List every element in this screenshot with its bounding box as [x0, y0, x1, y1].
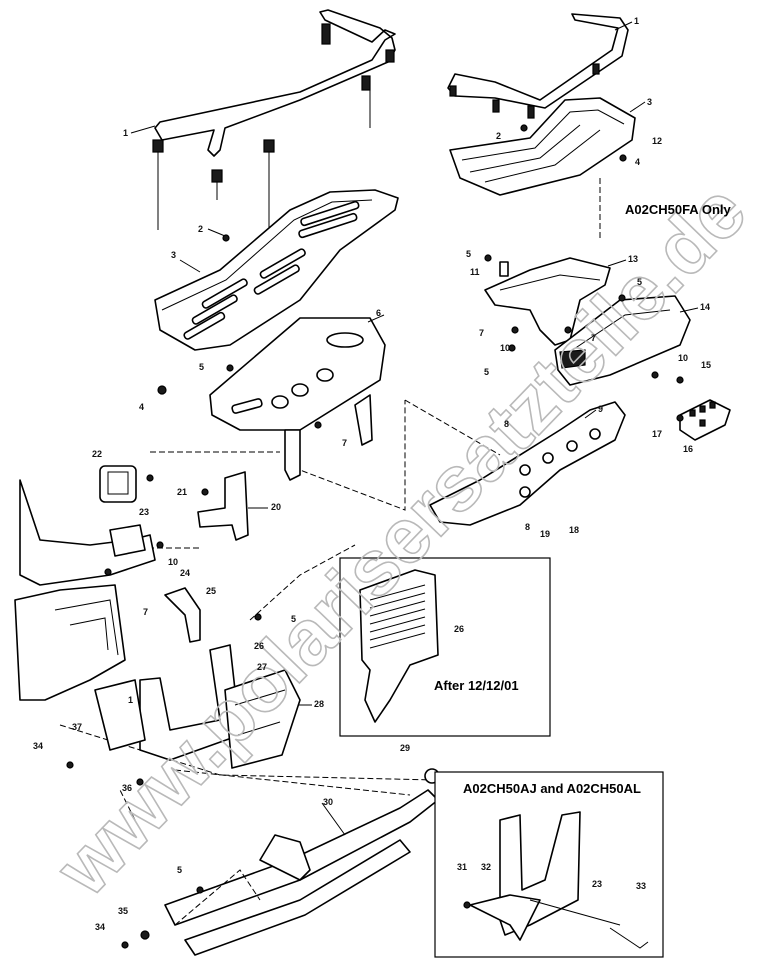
- callout-label: 3: [171, 250, 176, 260]
- callout-label: 19: [540, 529, 550, 539]
- callout-label: 32: [481, 862, 491, 872]
- callout-label: 34: [95, 922, 105, 932]
- callout-label: 34: [33, 741, 43, 751]
- callout-label: 36: [122, 783, 132, 793]
- fasteners: [66, 124, 684, 949]
- callout-label: 23: [139, 507, 149, 517]
- callout-label: 25: [206, 586, 216, 596]
- callout-label: 5: [637, 277, 642, 287]
- front-rack-plate: [154, 189, 399, 351]
- callout-label: 31: [457, 862, 467, 872]
- assembly-lines: [59, 399, 501, 821]
- callout-label: 1: [128, 695, 133, 705]
- callout-label: 10: [678, 353, 688, 363]
- bumper-bracket: [484, 257, 611, 346]
- callout-label: 5: [199, 362, 204, 372]
- callout-label: 14: [700, 302, 710, 312]
- callout-label: 11: [470, 267, 480, 277]
- callout-label: 2: [496, 131, 501, 141]
- inset-variant-bracket: [434, 771, 664, 958]
- fin-lines: [369, 584, 426, 649]
- callout-label: 3: [647, 97, 652, 107]
- light-plate: [679, 399, 731, 441]
- inset-caption-date: After 12/12/01: [434, 678, 519, 693]
- callout-label: 5: [466, 249, 471, 259]
- callout-label: 26: [454, 624, 464, 634]
- front-bumper: [429, 401, 626, 526]
- callout-label: 35: [118, 906, 128, 916]
- reflector: [99, 465, 137, 503]
- inset-caption-variants: A02CH50AJ and A02CH50AL: [463, 781, 641, 796]
- callout-label: 15: [701, 360, 711, 370]
- rack-slots: [183, 200, 360, 340]
- callout-label: 5: [177, 865, 182, 875]
- mount-bracket: [209, 317, 386, 481]
- callout-label: 7: [479, 328, 484, 338]
- callout-label: 27: [257, 662, 267, 672]
- callout-label: 30: [323, 797, 333, 807]
- callout-label: 10: [500, 343, 510, 353]
- variant-rack-assembly: [447, 13, 636, 240]
- callout-label: 9: [598, 404, 603, 414]
- callout-label: 24: [180, 568, 190, 578]
- callout-label: 8: [525, 522, 530, 532]
- callout-label: 28: [314, 699, 324, 709]
- callout-label: 5: [291, 614, 296, 624]
- callout-label: 13: [628, 254, 638, 264]
- callout-label: 23: [592, 879, 602, 889]
- variant-caption-fa: A02CH50FA Only: [625, 202, 731, 217]
- callout-label: 29: [400, 743, 410, 753]
- callout-label: 1: [634, 16, 639, 26]
- front-rack-rail: [152, 9, 396, 230]
- callout-label: 2: [198, 224, 203, 234]
- callout-label: 18: [569, 525, 579, 535]
- callout-label: 26: [254, 641, 264, 651]
- lower-bumper: [554, 295, 691, 386]
- callout-label: 10: [168, 557, 178, 567]
- callout-label: 33: [636, 881, 646, 891]
- callout-label: 1: [123, 128, 128, 138]
- callout-label: 7: [591, 333, 596, 343]
- callout-label: 20: [271, 502, 281, 512]
- callout-label: 16: [683, 444, 693, 454]
- callout-label: 8: [504, 419, 509, 429]
- callout-label: 21: [177, 487, 187, 497]
- callout-label: 6: [376, 308, 381, 318]
- callout-label: 7: [342, 438, 347, 448]
- callout-label: 4: [139, 402, 144, 412]
- callout-labels: 1 2 3 4 5 6 7 1 2 3 4 12 5 11 13 5 14 7 …: [33, 16, 711, 932]
- vehicle-frame: [14, 479, 156, 701]
- brush-guard-bracket: [94, 587, 241, 761]
- callout-label: 12: [652, 136, 662, 146]
- support-bracket: [197, 471, 249, 541]
- lower-bumper-tube: [164, 768, 440, 956]
- callout-label: 4: [635, 157, 640, 167]
- inset-after-date: [339, 557, 551, 737]
- side-panel: [224, 669, 301, 769]
- callout-label: 17: [652, 429, 662, 439]
- leader-lines: [130, 21, 699, 836]
- callout-label: 22: [92, 449, 102, 459]
- callout-label: 37: [72, 722, 82, 732]
- callout-label: 5: [484, 367, 489, 377]
- callout-label: 7: [143, 607, 148, 617]
